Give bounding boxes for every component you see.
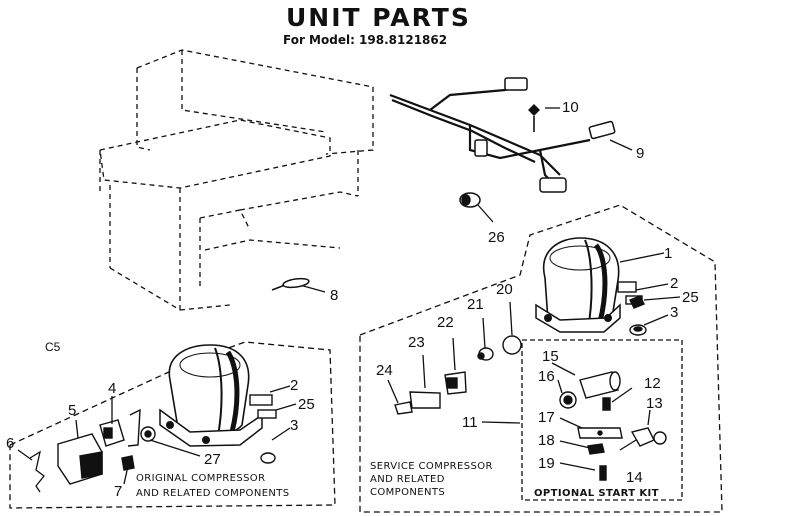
- callout-24: 24: [376, 362, 393, 379]
- service-caption-line3: COMPONENTS: [370, 487, 446, 498]
- service-group-border: [359, 204, 723, 513]
- screw-10: [528, 104, 540, 132]
- service-caption-line2: AND RELATED: [370, 474, 445, 485]
- callout-25-original: 25: [298, 396, 315, 413]
- service-caption-line1: SERVICE COMPRESSOR: [370, 461, 493, 472]
- callout-1: 1: [664, 245, 673, 262]
- drier-8: [271, 277, 310, 291]
- callout-3-service: 3: [670, 304, 679, 321]
- model-label: For Model: 198.8121862: [283, 33, 448, 47]
- page-title: UNIT PARTS: [286, 3, 471, 32]
- leader-lines-top: [299, 107, 633, 293]
- callout-19: 19: [538, 455, 555, 472]
- harness-connectors: [474, 77, 616, 193]
- callout-14: 14: [626, 469, 643, 486]
- callout-10: 10: [562, 99, 579, 116]
- original-compressor: [159, 344, 277, 464]
- grommet-26: [459, 192, 481, 208]
- service-compressor: [535, 237, 643, 333]
- start-kit-border: [521, 339, 683, 501]
- callout-5: 5: [68, 402, 77, 419]
- callout-2-service: 2: [670, 275, 679, 292]
- callout-15: 15: [542, 348, 559, 365]
- callout-22: 22: [437, 314, 454, 331]
- callout-3-original: 3: [290, 417, 299, 434]
- callout-7: 7: [114, 483, 123, 500]
- original-relay-parts: [29, 408, 156, 493]
- callout-4: 4: [108, 380, 117, 397]
- original-caption-line1: ORIGINAL COMPRESSOR: [136, 473, 266, 484]
- callout-2-original: 2: [290, 377, 299, 394]
- callout-23: 23: [408, 334, 425, 351]
- callout-16: 16: [538, 368, 555, 385]
- cabinet-outline: [99, 49, 374, 311]
- callout-12: 12: [644, 375, 661, 392]
- callout-17: 17: [538, 409, 555, 426]
- callout-25-service: 25: [682, 289, 699, 306]
- callout-21: 21: [467, 296, 484, 313]
- start-kit-parts: [559, 371, 667, 481]
- leader-lines-service: [387, 252, 681, 471]
- callout-20: 20: [496, 281, 513, 298]
- callout-26: 26: [488, 229, 505, 246]
- callout-8: 8: [330, 287, 339, 304]
- callout-13: 13: [646, 395, 663, 412]
- service-relay-parts: [394, 335, 522, 415]
- callout-18: 18: [538, 432, 555, 449]
- start-kit-caption: OPTIONAL START KIT: [534, 488, 659, 499]
- service-small-parts: [629, 295, 647, 336]
- callout-11: 11: [462, 414, 478, 431]
- page-code: C5: [45, 340, 61, 354]
- original-caption-line2: AND RELATED COMPONENTS: [136, 488, 290, 499]
- leader-lines-original: [17, 385, 297, 485]
- callout-9: 9: [636, 145, 645, 162]
- tube-harness: [389, 83, 591, 191]
- callout-27: 27: [204, 451, 221, 468]
- callout-6: 6: [6, 435, 15, 452]
